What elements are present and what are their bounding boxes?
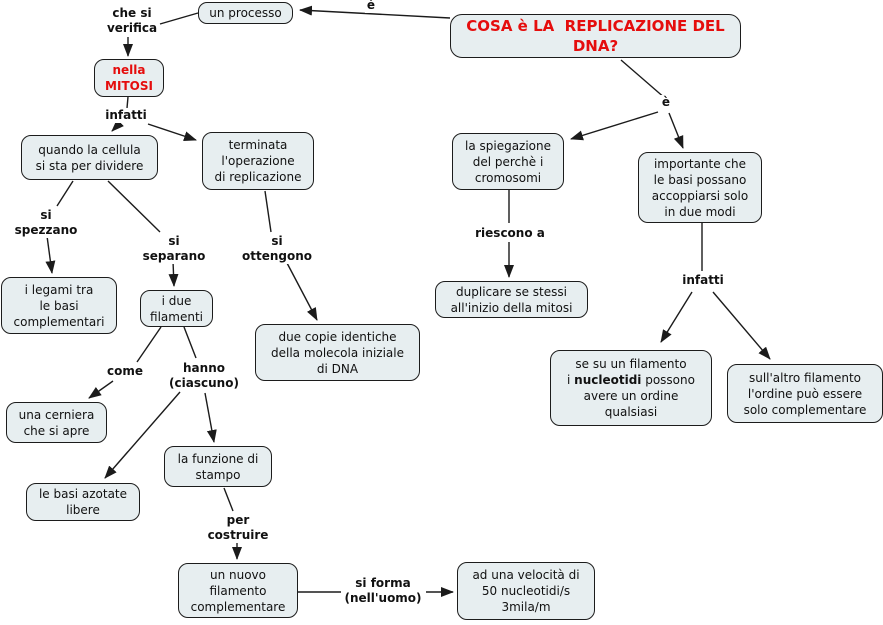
edge-label-infatti-left: infatti <box>103 108 149 123</box>
connector-infatti-to-terminata <box>147 123 197 141</box>
node-una-cerniera: una cerniera che si apre <box>6 402 107 443</box>
node-nella-mitosi: nella MITOSI <box>94 59 164 97</box>
node-sull-altro-filamento: sull'altro filamento l'ordine può essere… <box>727 364 883 423</box>
node-title-cosa-e-la-replicazione-del-dna: COSA è LA REPLICAZIONE DEL DNA? <box>450 14 741 58</box>
node-i-due-filamenti: i due filamenti <box>140 290 213 327</box>
connector-si-separano-to-filamenti <box>168 260 179 287</box>
node-i-legami: i legami tra le basi complementari <box>1 277 117 334</box>
connector-hanno-to-basi-azotate <box>104 391 181 479</box>
node-due-copie-identiche: due copie identiche della molecola inizi… <box>255 324 420 381</box>
edge-label-si-spezzano: si spezzano <box>12 208 80 238</box>
edge-label-per-costruire: per costruire <box>205 513 271 543</box>
edge-label-infatti-right: infatti <box>680 273 726 288</box>
node-basi-azotate-libere: le basi azotate libere <box>26 483 140 521</box>
connector-cosa-to-un-processo <box>299 5 451 19</box>
connector-funzione-to-per-costruire <box>223 487 234 512</box>
edge-label-che-si-verifica: che si verifica <box>104 6 160 36</box>
connector-hanno-to-funzione-stampo <box>204 392 217 443</box>
node-terminata-operazione: terminata l'operazione di replicazione <box>202 132 314 190</box>
node-se-su-un-filamento: se su un filamento i nucleotidi possono … <box>550 350 712 426</box>
node-un-processo: un processo <box>198 2 293 24</box>
connector-quando-to-si-spezzano <box>56 180 74 207</box>
node-nuovo-filamento: un nuovo filamento complementare <box>178 563 298 618</box>
connector-come-to-cerniera <box>88 380 114 399</box>
connector-infatti-to-quando <box>111 118 125 132</box>
node-la-spiegazione: la spiegazione del perchè i cromosomi <box>452 133 564 190</box>
connector-e-right-to-importante <box>668 112 684 149</box>
edge-label-e-top: è <box>364 0 378 13</box>
connector-infatti-right-to-sull-altro <box>712 291 771 360</box>
edge-label-come: come <box>105 364 145 379</box>
connector-infatti-right-to-se-su <box>660 291 693 343</box>
connector-e-right-to-spiegazione <box>570 111 659 141</box>
node-velocita: ad una velocità di 50 nucleotidi/s 3mila… <box>457 562 595 620</box>
connector-filamenti-to-come <box>136 326 162 363</box>
edge-label-si-separano: si separano <box>140 234 208 264</box>
connector-terminata-to-si-ottengono <box>264 190 272 233</box>
connector-filamenti-to-hanno <box>183 326 197 359</box>
connector-quando-to-si-separano <box>107 180 161 233</box>
node-importante-che-le-basi: importante che le basi possano accoppiar… <box>638 152 762 223</box>
se-su-un-filamento-text: se su un filamento i nucleotidi possono … <box>567 357 695 419</box>
node-duplicare-se-stessi: duplicare se stessi all'inizio della mit… <box>435 281 588 318</box>
edge-label-si-ottengono: si ottengono <box>239 234 315 264</box>
node-funzione-di-stampo: la funzione di stampo <box>164 446 272 487</box>
connector-si-ottengono-to-due-copie <box>286 262 318 321</box>
connector-cosa-to-e-right <box>620 59 667 100</box>
connector-che-si-verifica-to-un-processo <box>159 12 199 25</box>
edge-label-hanno-ciascuno: hanno (ciascuno) <box>167 361 241 391</box>
node-quando-la-cellula: quando la cellula si sta per dividere <box>21 135 158 180</box>
nucleotidi-bold-text: nucleotidi <box>574 373 642 387</box>
edge-label-e-right: è <box>659 95 673 110</box>
edge-label-si-forma: si forma (nell'uomo) <box>342 576 424 606</box>
edge-label-riescono-a: riescono a <box>473 226 547 241</box>
connector-si-spezzano-to-legami <box>45 235 56 274</box>
connector-nella-mitosi-to-infatti <box>126 96 129 109</box>
